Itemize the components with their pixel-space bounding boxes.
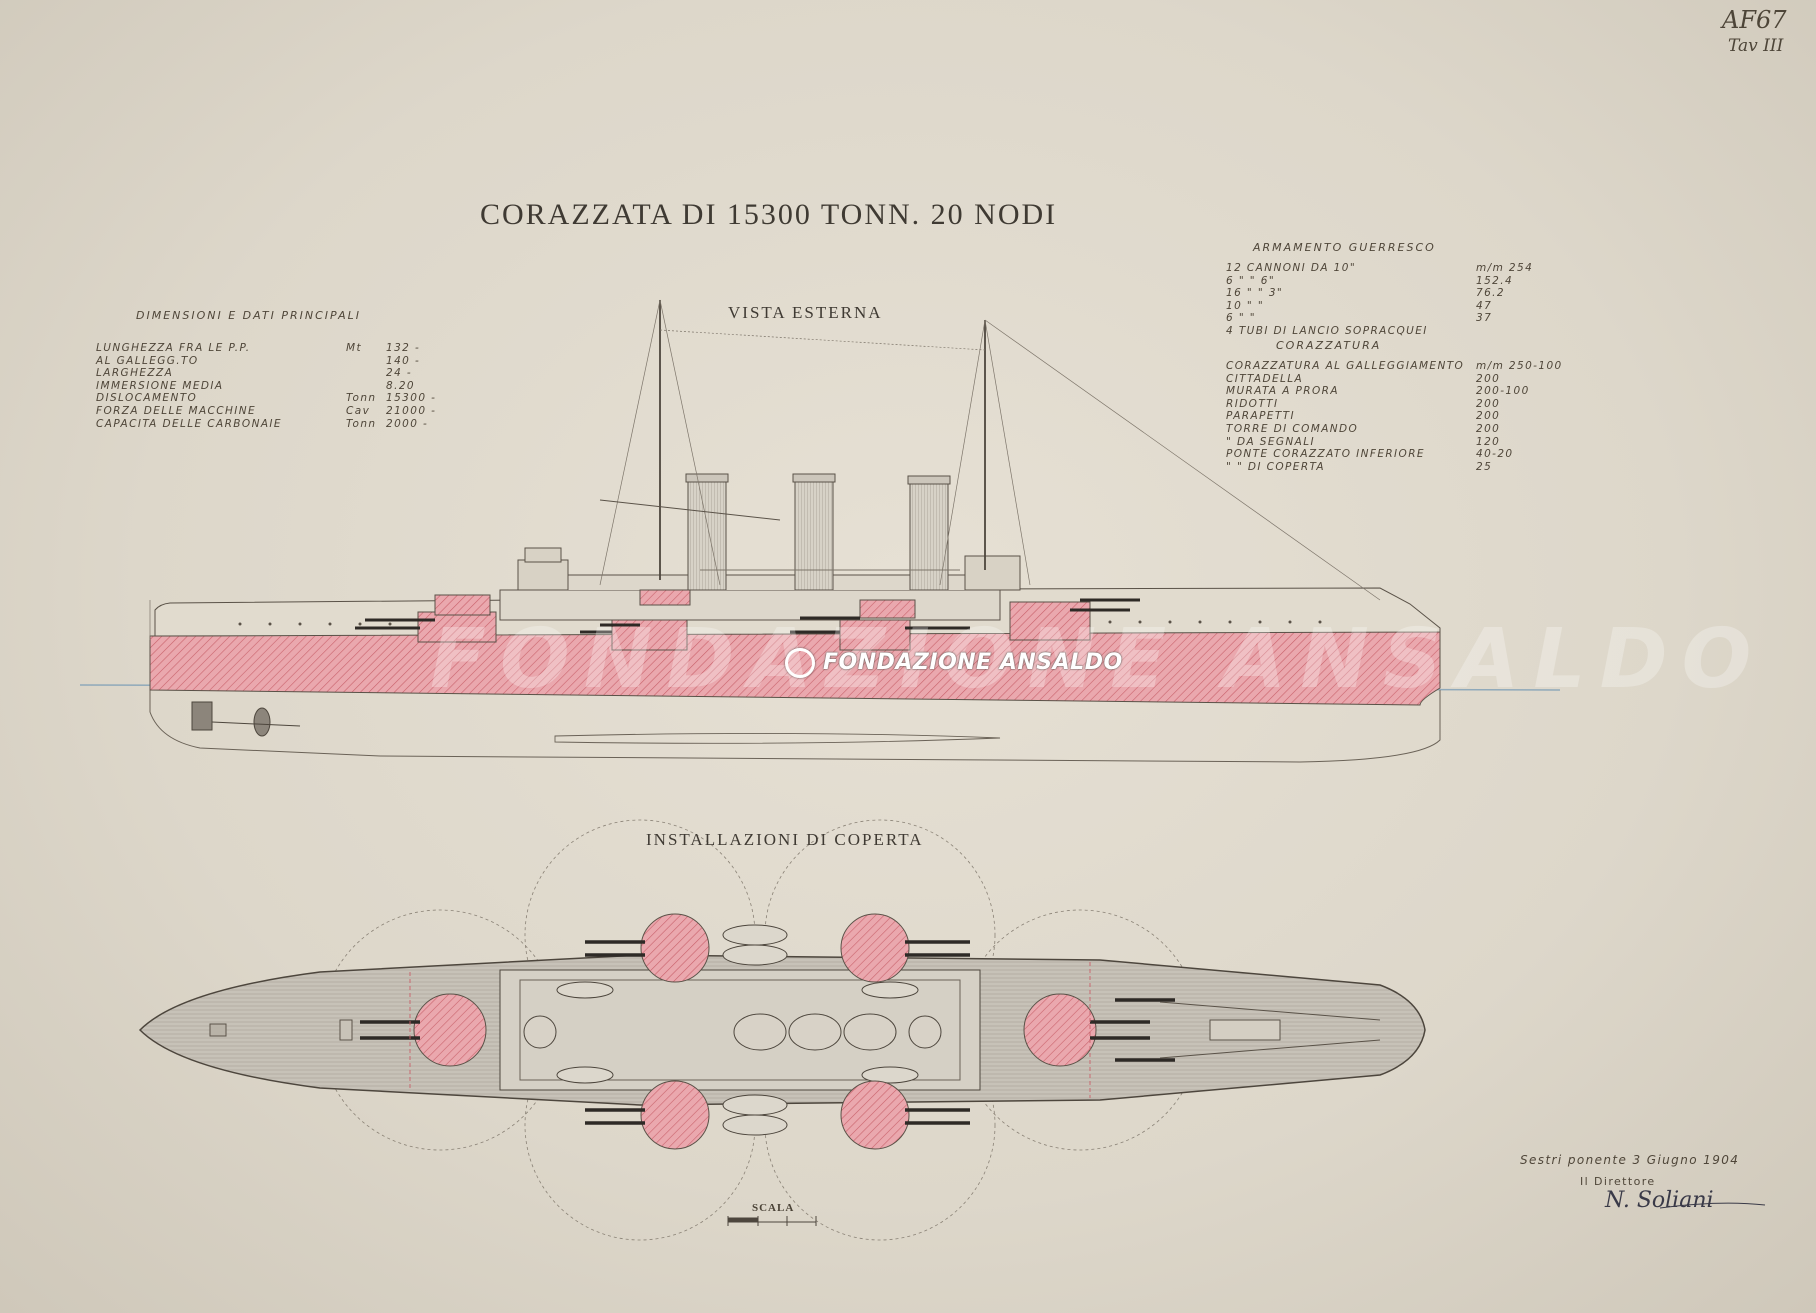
spec-value: 25 — [1476, 460, 1493, 473]
spec-row: AL GALLEGG.TO 140 - — [96, 355, 446, 368]
reference-code: AF67 — [1722, 6, 1787, 34]
spec-row: " " DI COPERTA 25 — [1226, 461, 1563, 474]
spec-value: 15300 - — [386, 392, 437, 405]
spec-label: IMMERSIONE MEDIA — [96, 379, 224, 392]
spec-row: PONTE CORAZZATO INFERIORE 40-20 — [1226, 448, 1563, 461]
drawing-title: CORAZZATA DI 15300 TONN. 20 NODI — [480, 198, 1058, 231]
spec-value: 120 — [1476, 435, 1501, 448]
spec-label: 16 " " 3" — [1226, 287, 1284, 300]
spec-label: 6 " " 6" — [1226, 274, 1276, 287]
scale-label: SCALA — [752, 1202, 795, 1214]
spec-label: MURATA A PRORA — [1226, 385, 1339, 398]
spec-unit: Tonn — [346, 392, 377, 405]
director-role: Il Direttore — [1580, 1175, 1656, 1188]
ansaldo-logo-icon — [785, 648, 815, 678]
spec-value: m/m 254 — [1476, 262, 1534, 274]
spec-label: 4 TUBI DI LANCIO SOPRACQUEI — [1226, 324, 1428, 337]
spec-label: FORZA DELLE MACCHINE — [96, 404, 257, 417]
spec-unit — [346, 367, 386, 380]
spec-row: " DA SEGNALI 120 — [1226, 436, 1563, 449]
spec-label: RIDOTTI — [1226, 397, 1279, 410]
spec-row: RIDOTTI 200 — [1226, 398, 1563, 411]
spec-row: LARGHEZZA 24 - — [96, 367, 446, 380]
spec-value: 8.20 — [386, 379, 415, 392]
spec-value: 47 — [1476, 299, 1493, 312]
spec-label: 10 " " — [1226, 299, 1265, 312]
spec-value: 152.4 — [1476, 274, 1514, 287]
spec-label: PARAPETTI — [1226, 410, 1295, 423]
spec-row: LUNGHEZZA FRA LE P.P. Mt 132 - — [96, 342, 446, 355]
spec-unit: Tonn — [346, 417, 377, 430]
spec-row: 12 CANNONI DA 10" m/m 254 — [1226, 262, 1536, 275]
spec-label: TORRE DI COMANDO — [1226, 422, 1359, 435]
spec-row: CAPACITA DELLE CARBONAIE Tonn 2000 - — [96, 418, 446, 431]
spec-value: m/m 250-100 — [1476, 360, 1563, 372]
spec-label: " " DI COPERTA — [1226, 460, 1325, 473]
spec-label: CITTADELLA — [1226, 372, 1304, 385]
spec-row: 6 " " 37 — [1226, 312, 1536, 325]
spec-value: 200-100 — [1476, 385, 1530, 398]
spec-label: LUNGHEZZA FRA LE P.P. — [96, 342, 251, 354]
spec-value: 200 — [1476, 422, 1501, 435]
armament-heading: ARMAMENTO GUERRESCO — [1253, 241, 1436, 254]
spec-row: 4 TUBI DI LANCIO SOPRACQUEI — [1226, 325, 1536, 338]
watermark-large: FONDAZIONE ANSALDO — [430, 612, 1766, 707]
spec-value: 200 — [1476, 410, 1501, 423]
dimensions-heading: DIMENSIONI E DATI PRINCIPALI — [136, 309, 361, 322]
spec-row: 10 " " 47 — [1226, 300, 1536, 313]
spec-row: MURATA A PRORA 200-100 — [1226, 385, 1563, 398]
spec-value: 200 — [1476, 397, 1501, 410]
spec-value — [1476, 325, 1536, 338]
spec-row: CORAZZATURA AL GALLEGGIAMENTO m/m 250-100 — [1226, 360, 1563, 373]
spec-value: 24 - — [386, 367, 413, 380]
spec-label: PONTE CORAZZATO INFERIORE — [1226, 448, 1425, 461]
armour-heading: CORAZZATURA — [1276, 339, 1382, 352]
plate-number: Tav III — [1728, 36, 1784, 56]
spec-row: PARAPETTI 200 — [1226, 410, 1563, 423]
spec-unit — [346, 355, 386, 368]
spec-unit — [346, 380, 386, 393]
spec-value: 200 — [1476, 372, 1501, 385]
spec-row: 6 " " 6" 152.4 — [1226, 275, 1536, 288]
spec-row: CITTADELLA 200 — [1226, 373, 1563, 386]
spec-label: " DA SEGNALI — [1226, 435, 1315, 448]
spec-value: 40-20 — [1476, 448, 1514, 461]
spec-row: 16 " " 3" 76.2 — [1226, 287, 1536, 300]
armour-table: CORAZZATURA AL GALLEGGIAMENTO m/m 250-100… — [1226, 360, 1563, 473]
director-signature: N. Soliani — [1605, 1188, 1714, 1213]
spec-value: 76.2 — [1476, 287, 1505, 300]
place-date: Sestri ponente 3 Giugno 1904 — [1520, 1153, 1740, 1167]
spec-label: AL GALLEGG.TO — [96, 354, 199, 367]
spec-value: 37 — [1476, 312, 1493, 325]
spec-label: 12 CANNONI DA 10" — [1226, 262, 1357, 274]
spec-label: LARGHEZZA — [96, 367, 174, 380]
deck-view — [138, 819, 1426, 1241]
spec-row: IMMERSIONE MEDIA 8.20 — [96, 380, 446, 393]
spec-value: 140 - — [386, 354, 421, 367]
spec-label: CAPACITA DELLE CARBONAIE — [96, 417, 282, 430]
watermark-text: FONDAZIONE ANSALDO — [823, 650, 1123, 675]
spec-row: DISLOCAMENTO Tonn 15300 - — [96, 392, 446, 405]
spec-row: TORRE DI COMANDO 200 — [1226, 423, 1563, 436]
spec-value: 132 - — [386, 342, 421, 354]
spec-unit: Cav — [346, 404, 371, 417]
side-view-caption: VISTA ESTERNA — [728, 303, 883, 322]
spec-label: 6 " " — [1226, 312, 1257, 325]
watermark-logo: FONDAZIONE ANSALDO — [785, 648, 1123, 678]
spec-value: 21000 - — [386, 404, 437, 417]
deck-view-caption: INSTALLAZIONI DI COPERTA — [646, 830, 924, 849]
spec-label: CORAZZATURA AL GALLEGGIAMENTO — [1226, 360, 1465, 372]
spec-label: DISLOCAMENTO — [96, 392, 198, 405]
spec-value: 2000 - — [386, 417, 429, 430]
spec-unit: Mt — [346, 342, 362, 354]
spec-row: FORZA DELLE MACCHINE Cav 21000 - — [96, 405, 446, 418]
